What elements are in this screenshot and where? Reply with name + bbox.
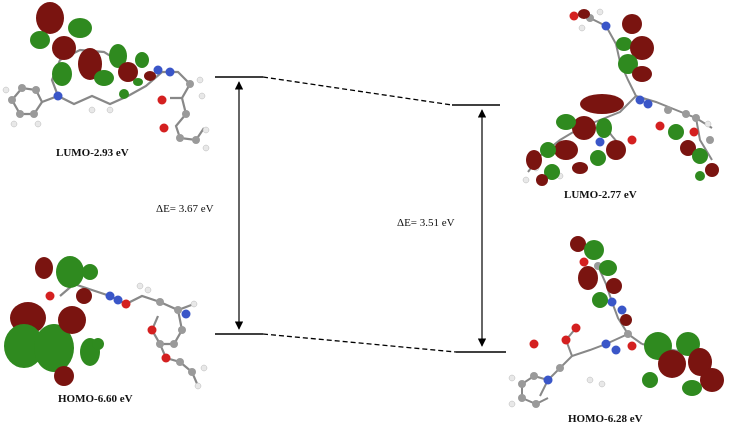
- right-lumo-lobes: [526, 9, 719, 186]
- left-lumo-label: LUMO-2.93 eV: [56, 147, 129, 159]
- left-homo-orbital-picture: [4, 256, 208, 390]
- left-gap-label: ΔE= 3.67 eV: [156, 203, 214, 215]
- left-lumo-lobes: [30, 2, 156, 99]
- right-lumo-orbital-picture: [522, 8, 719, 186]
- right-homo-orbital-picture: [508, 236, 724, 408]
- right-homo-label: HOMO-6.28 eV: [568, 413, 643, 425]
- lumo-correlation-line: [262, 76, 453, 106]
- right-homo-lobes: [570, 236, 724, 396]
- right-gap-label: ΔE= 3.51 eV: [397, 217, 455, 229]
- right-homo-atoms: [508, 257, 637, 408]
- left-lumo-atoms: [2, 65, 210, 152]
- right-lumo-atoms: [522, 8, 714, 184]
- left-homo-lobes: [4, 256, 104, 386]
- homo-correlation-line: [262, 333, 457, 353]
- right-lumo-label: LUMO-2.77 eV: [564, 189, 637, 201]
- left-lumo-bonds: [10, 48, 205, 142]
- left-homo-label: HOMO-6.60 eV: [58, 393, 133, 405]
- left-lumo-orbital-picture: [2, 2, 210, 152]
- left-homo-atoms: [45, 282, 208, 390]
